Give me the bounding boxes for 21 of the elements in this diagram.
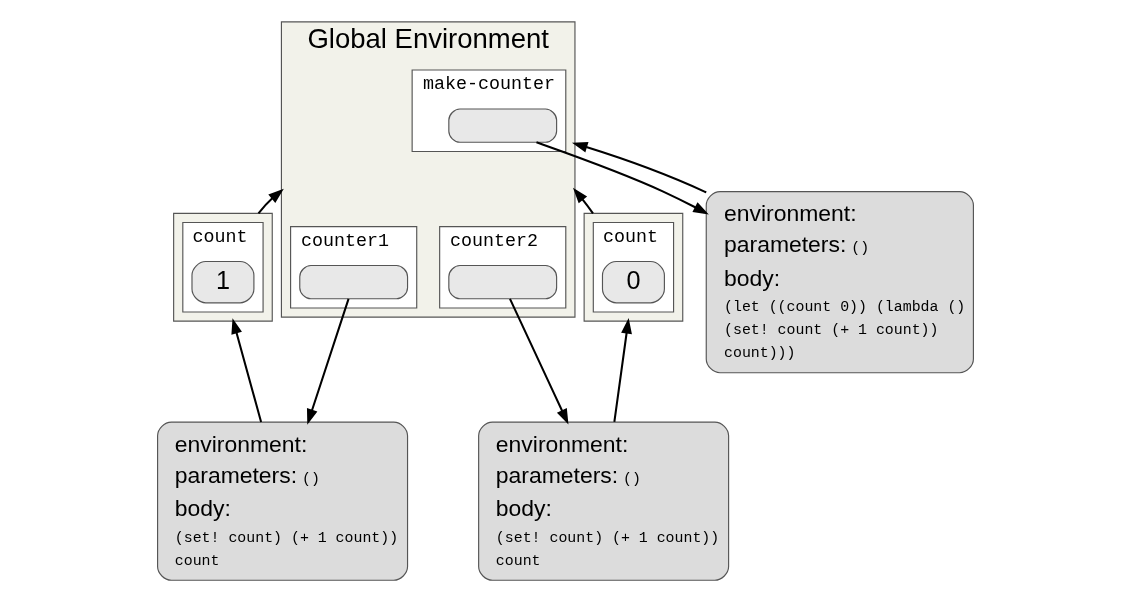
arrow [572, 141, 707, 194]
node-box: environment: parameters: () body: (set! count) (+ 1 count)) count [478, 421, 730, 581]
cluster: counter1 [290, 226, 418, 309]
node-box: 0 [601, 260, 665, 304]
node-box: environment: parameters: () body: (let ((count 0)) (lambda () (set! count (+ 1 count)) count))) [705, 191, 974, 374]
arrow [509, 298, 569, 425]
cluster: make-counter [411, 69, 567, 153]
arrow [257, 188, 284, 214]
arrow [306, 298, 350, 425]
cluster: counter2 [439, 226, 567, 309]
arrow [572, 187, 594, 214]
node-box: environment: parameters: () body: (set! count) (+ 1 count)) count [157, 421, 409, 581]
node-box [448, 264, 558, 300]
arrow [536, 141, 709, 215]
arrow [613, 318, 632, 423]
cluster [583, 212, 684, 322]
node-box [299, 264, 409, 300]
node-box [448, 108, 558, 143]
arrow [231, 318, 263, 423]
node-box: 1 [191, 260, 255, 304]
cluster [173, 212, 273, 322]
